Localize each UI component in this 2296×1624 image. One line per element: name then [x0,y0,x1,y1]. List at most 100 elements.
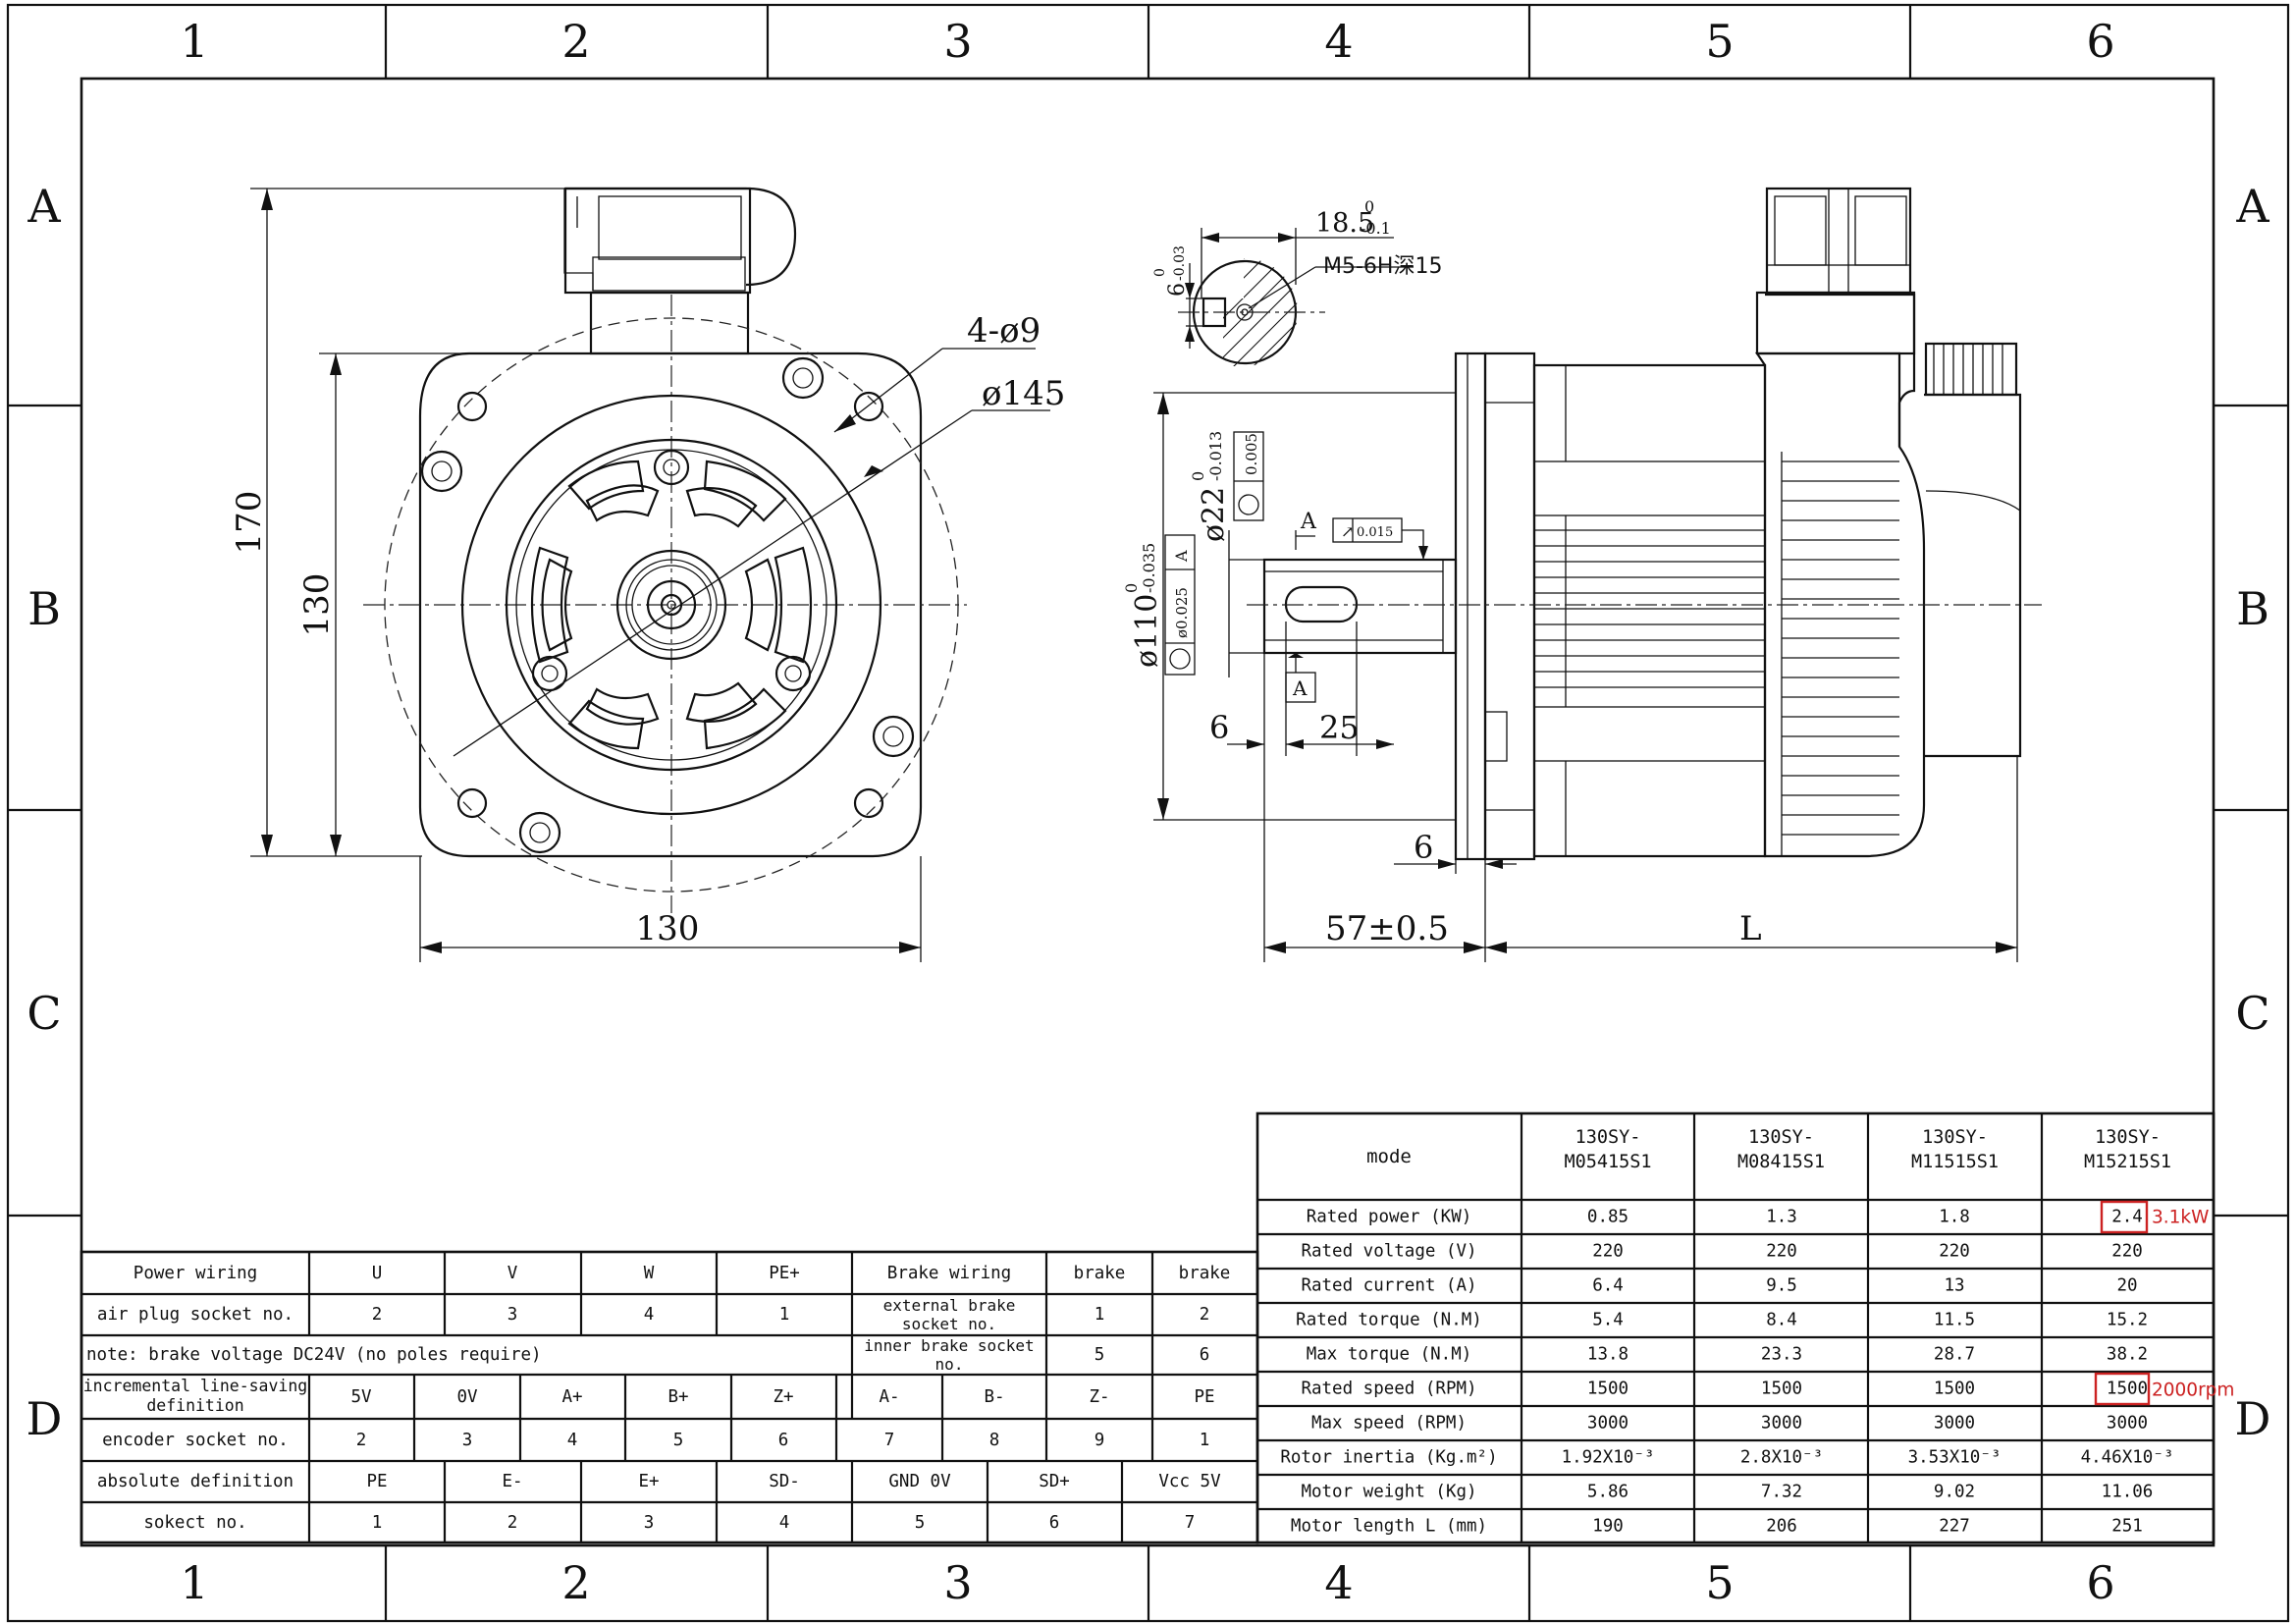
spec-row-label: Max speed (RPM) [1311,1414,1467,1434]
wiring-r4-c9: Z- [1089,1387,1109,1407]
spec-cell: 220 [2111,1242,2143,1262]
spec-header-model-4: 130SY- M15215S1 [2083,1127,2172,1172]
spec-cell: 220 [1592,1242,1624,1262]
wiring-r2-c6: external brake socket no. [882,1296,1016,1333]
zone-col-4-top: 4 [1324,15,1353,68]
spec-cell: 8.4 [1766,1311,1797,1330]
zone-col-5-top: 5 [1705,15,1734,68]
key-offset-dim: 6 [1209,709,1229,746]
wiring-r4-c1: incremental line-saving definition [82,1377,308,1415]
mount-holes-label: 4-ø9 [967,311,1041,351]
shaft-tol-upper: 0 [1189,471,1207,481]
wiring-r7-c5: 4 [779,1513,790,1533]
key-width-tol-upper: 0 [1364,197,1374,216]
wiring-r1-c5: PE+ [769,1264,800,1283]
zone-col-1-bottom: 1 [180,1556,208,1609]
shaft-tol-lower: -0.013 [1206,431,1225,481]
wiring-r7-c3: 2 [507,1513,518,1533]
flange-thk-dim: 6 [1414,829,1433,866]
spec-row-label: Rated voltage (V) [1301,1242,1476,1262]
spigot-dia-dim: ø110 [1130,594,1164,668]
spec-cell: 5.86 [1587,1483,1629,1502]
spec-cell: 1.8 [1939,1208,1970,1227]
width-flange-dim: 130 [636,909,700,948]
shaft-length-dim: 57±0.5 [1325,909,1449,948]
zone-row-A-left: A [27,180,61,233]
spec-header-model-1: 130SY- M05415S1 [1564,1127,1652,1172]
zone-col-6-top: 6 [2086,15,2114,68]
wiring-r5-c7: 7 [884,1431,895,1450]
spec-cell: 3000 [1934,1414,1975,1434]
zone-row-B-right: B [2236,582,2269,635]
wiring-r7-c7: 6 [1049,1513,1060,1533]
wiring-r4-c10: PE [1194,1387,1214,1407]
wiring-r5-c3: 3 [462,1431,473,1450]
wiring-r6-c4: E+ [638,1472,659,1491]
power-markup-note: 3.1kW [2152,1208,2209,1228]
spec-cell: 190 [1592,1517,1624,1537]
wiring-r7-c2: 1 [372,1513,383,1533]
spec-cell: 13.8 [1587,1345,1629,1365]
zone-col-2-top: 2 [561,15,590,68]
spec-row-label: Rated current (A) [1301,1276,1476,1296]
spec-cell: 251 [2111,1517,2143,1537]
spec-cell: 13 [1944,1276,1964,1296]
drawing-frame: 1 2 3 4 5 6 1 2 3 4 5 6 A B C D A B C D [6,3,2290,1623]
spec-cell: 11.06 [2102,1483,2154,1502]
wiring-r2-c1: air plug socket no. [97,1305,294,1325]
spec-cell: 5.4 [1592,1311,1624,1330]
spec-row-label: Rotor inertia (Kg.m²) [1280,1448,1497,1468]
spec-header-model-3: 130SY- M11515S1 [1910,1127,2000,1172]
zone-row-C-right: C [2235,987,2269,1040]
spec-cell: 3000 [1587,1414,1629,1434]
zone-row-A-right: A [2235,180,2269,233]
spec-cell: 3000 [1761,1414,1802,1434]
svg-text:↗: ↗ [1341,522,1354,541]
height-overall-dim: 170 [230,491,269,555]
zone-col-5-bottom: 5 [1705,1556,1734,1609]
speed-markup-note: 2000rpm [2152,1380,2234,1401]
spec-header-model-2: 130SY- M08415S1 [1736,1127,1826,1172]
shaft-dia-dim: ø22 [1197,487,1231,542]
zone-col-3-bottom: 3 [943,1556,972,1609]
spec-cell: 38.2 [2107,1345,2148,1365]
side-view: 0.005 ø22 0 -0.013 ↗ 0.015 A A ø0.025 A [1122,187,2042,962]
wiring-r5-c1: encoder socket no. [102,1431,289,1450]
wiring-r5-c8: 8 [989,1431,1000,1450]
wiring-r2-c7: 1 [1095,1305,1105,1325]
wiring-r5-c10: 1 [1200,1431,1210,1450]
key-width-tol-lower: -0.1 [1361,219,1391,238]
height-flange-dim: 130 [297,573,337,637]
spec-cell: 15.2 [2107,1311,2148,1330]
zone-row-D-right: D [2235,1392,2271,1445]
spec-cell: 1.92X10⁻³ [1562,1448,1655,1468]
spec-row-label: Rated speed (RPM) [1301,1380,1476,1399]
zone-col-6-bottom: 6 [2086,1556,2114,1609]
spec-table: mode 130SY- M05415S1 130SY- M08415S1 130… [1255,1111,2216,1544]
spec-cell: 220 [1766,1242,1797,1262]
wiring-r2-c2: 2 [372,1305,383,1325]
wiring-r2-c4: 4 [644,1305,655,1325]
zone-col-1-top: 1 [180,15,208,68]
spec-cell: 1500 [1587,1380,1629,1399]
spec-cell: 1500 [1934,1380,1975,1399]
spec-cell: 227 [1939,1517,1970,1537]
wiring-r4-c6: Z+ [773,1387,793,1407]
spec-cell: 9.5 [1766,1276,1797,1296]
spec-cell: 4.46X10⁻³ [2081,1448,2174,1468]
spec-cell: 6.4 [1592,1276,1624,1296]
wiring-r6-c8: Vcc 5V [1158,1472,1221,1491]
spec-cell: 1.3 [1766,1208,1797,1227]
wiring-r3-c3: 5 [1095,1345,1105,1365]
key-depth-tol-upper: 0 [1152,268,1168,277]
body-length-dim: L [1739,909,1762,948]
wiring-r2-c3: 3 [507,1305,518,1325]
spec-cell: 1500 [1761,1380,1802,1399]
wiring-r5-c5: 5 [673,1431,684,1450]
spec-cell: 3.53X10⁻³ [1908,1448,2002,1468]
spigot-datum: A [1172,550,1191,563]
wiring-r7-c4: 3 [644,1513,655,1533]
datum-label-bottom: A [1292,677,1308,700]
wiring-r2-c8: 2 [1200,1305,1210,1325]
wiring-r5-c2: 2 [356,1431,367,1450]
